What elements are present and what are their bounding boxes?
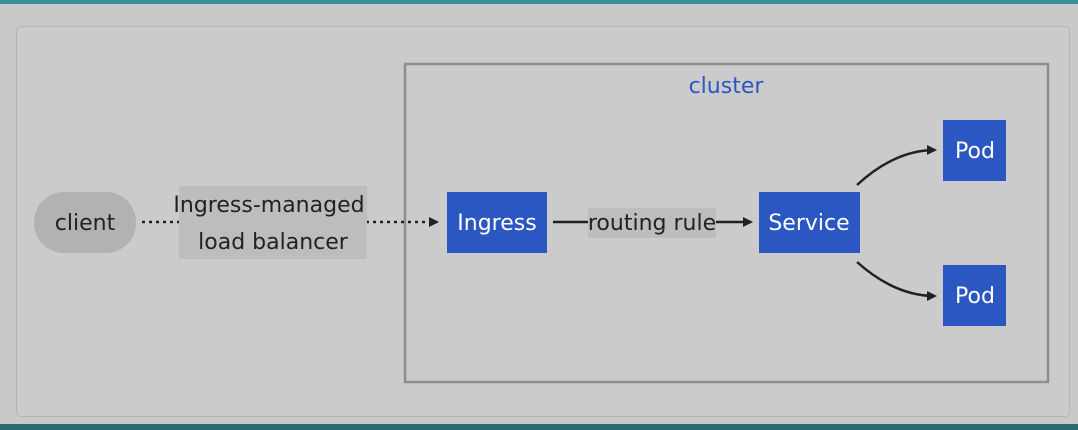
node-service [759, 192, 860, 253]
node-client-label: client [55, 211, 116, 236]
edge-label-ingress-managed: Ingress-managed [173, 193, 364, 218]
node-pod-bottom-label: Pod [955, 284, 995, 309]
node-pod-bottom [943, 265, 1006, 326]
node-ingress [447, 192, 547, 253]
edge-service-to-pod-bottom [856, 261, 937, 301]
edge-label-load-balancer: load balancer [198, 230, 349, 255]
cluster-label: cluster [689, 74, 765, 99]
node-pod-top [943, 120, 1006, 181]
edge-service-to-pod-top [856, 145, 937, 186]
node-pod-top-label: Pod [955, 139, 995, 164]
node-service-label: Service [768, 211, 849, 236]
cluster-boundary [403, 62, 1050, 384]
edge-label-background [588, 208, 716, 238]
edge-label-background [179, 186, 367, 259]
edge-label-routing-rule: routing rule [588, 211, 716, 236]
node-ingress-label: Ingress [457, 211, 536, 236]
node-client [34, 192, 136, 253]
